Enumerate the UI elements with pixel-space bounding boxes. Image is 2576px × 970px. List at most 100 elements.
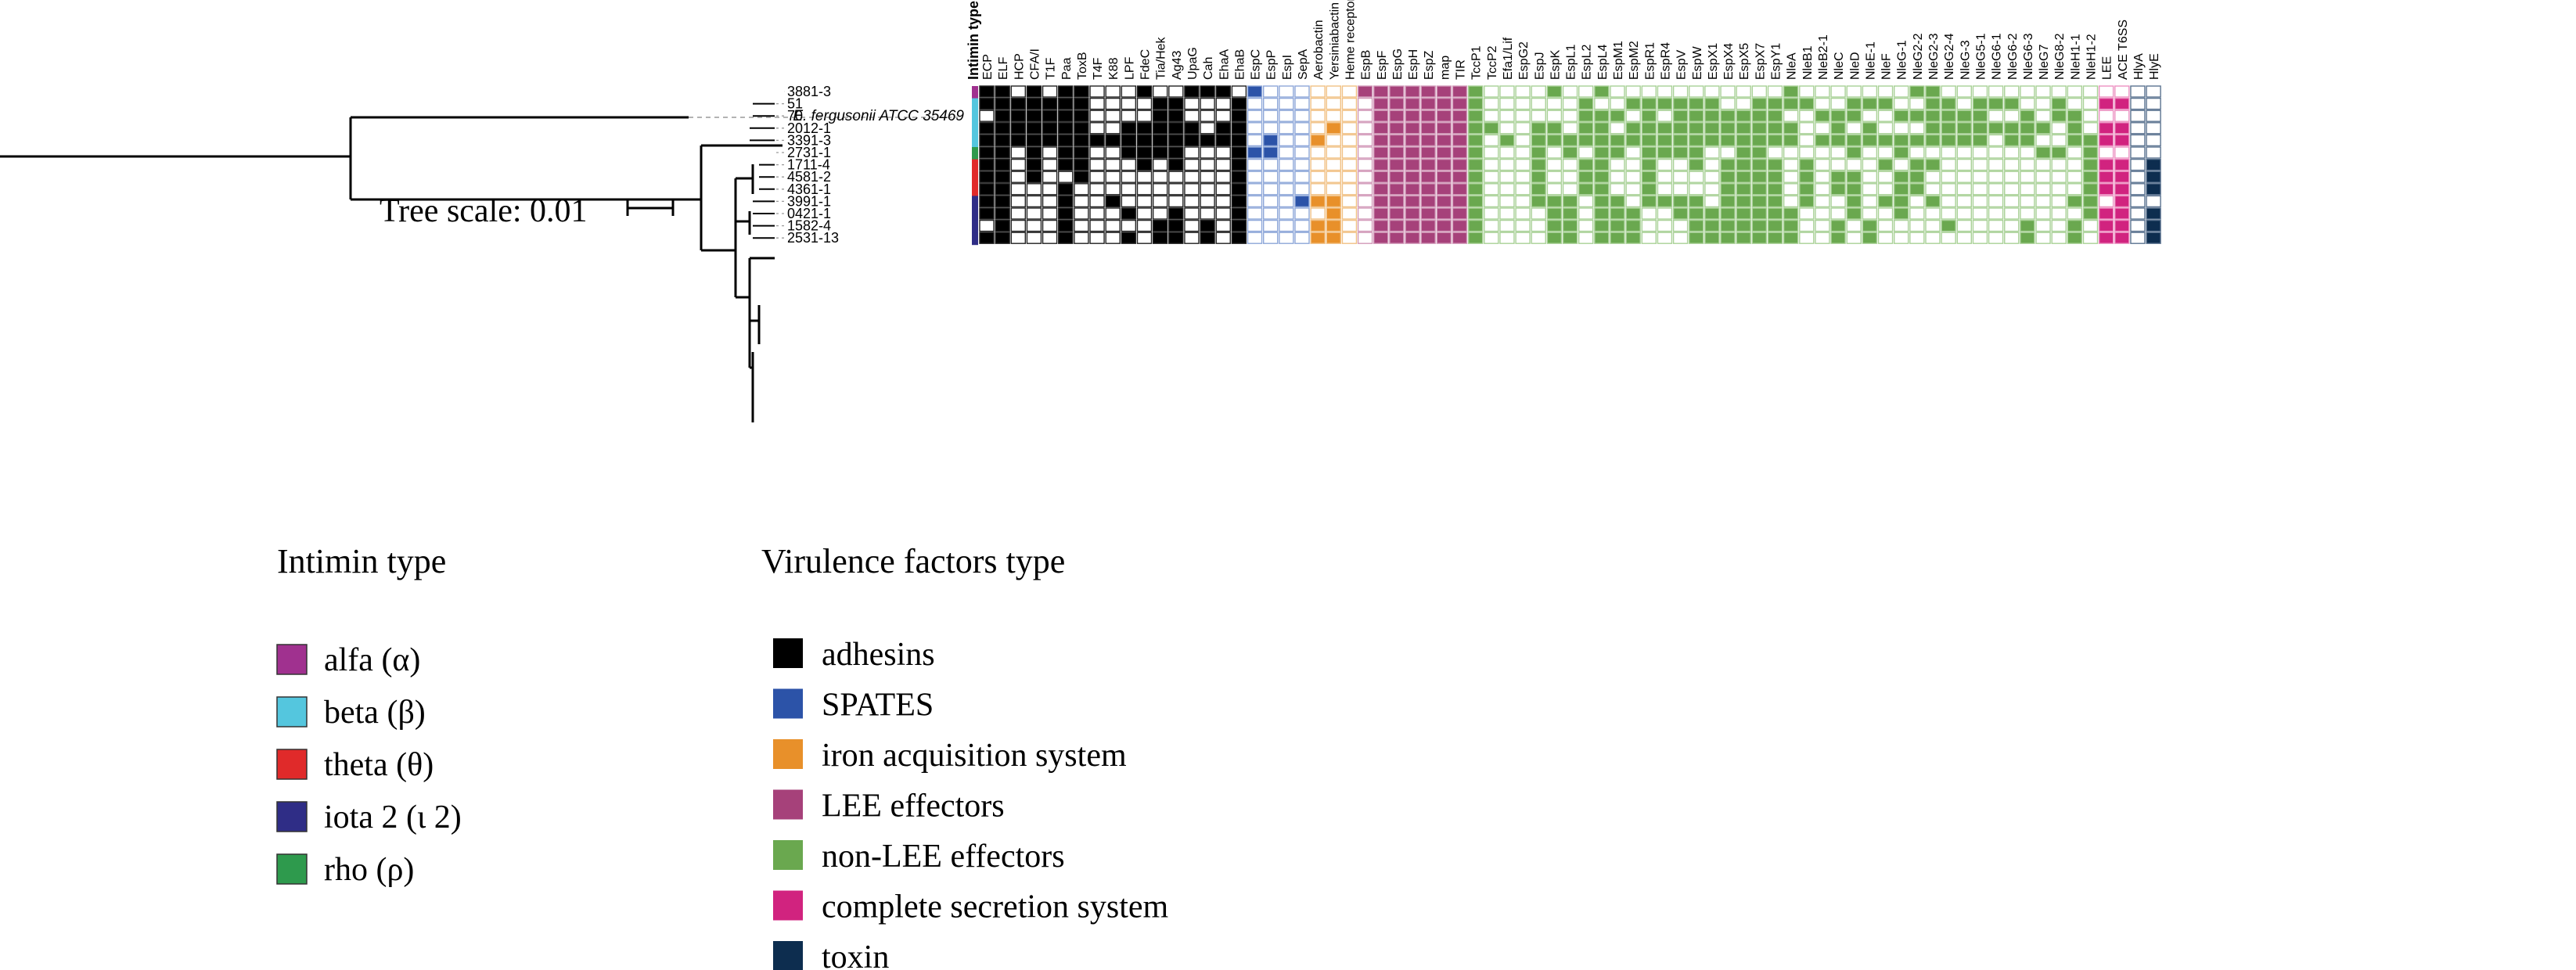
matrix-cell [1294, 232, 1310, 244]
matrix-cell [2114, 134, 2130, 147]
matrix-cell [1925, 183, 1941, 196]
matrix-cell [1058, 158, 1074, 171]
matrix-cell [1326, 146, 1342, 159]
matrix-cell [1373, 207, 1389, 220]
strain-labels: 3881-351702012-13391-32731-11711-44581-2… [787, 84, 839, 246]
matrix-cell [1846, 110, 1862, 122]
matrix-cell [1121, 232, 1137, 244]
matrix-cell [995, 171, 1010, 183]
matrix-cell [1026, 97, 1042, 110]
factor-header: NleD [1848, 52, 1862, 80]
matrix-cell [1862, 134, 1878, 147]
intimin-cell [972, 122, 978, 135]
matrix-cell [1499, 97, 1515, 110]
matrix-cell [1294, 122, 1310, 135]
matrix-cell [1830, 122, 1846, 135]
matrix-cell [1452, 195, 1468, 208]
matrix-cell [1184, 219, 1200, 232]
matrix-cell [1925, 146, 1941, 159]
matrix-cell [2098, 134, 2114, 147]
matrix-cell [1089, 134, 1105, 147]
matrix-cell [1058, 85, 1074, 98]
factor-header: NleG-1 [1896, 40, 1909, 80]
matrix-cell [1326, 158, 1342, 171]
matrix-cell [1988, 146, 2004, 159]
matrix-cell [1988, 219, 2004, 232]
matrix-cell [1467, 85, 1484, 98]
matrix-cell [1042, 232, 1058, 244]
factor-header: HCP [1013, 53, 1026, 80]
matrix-cell [1136, 171, 1153, 183]
matrix-cell [2020, 134, 2035, 147]
matrix-cell [1152, 207, 1168, 220]
matrix-cell [1562, 219, 1578, 232]
matrix-cell [1625, 146, 1641, 159]
matrix-cell [1672, 97, 1689, 110]
matrix-cell [1704, 122, 1720, 135]
matrix-cell [1184, 97, 1200, 110]
matrix-cell [1121, 207, 1137, 220]
matrix-cell [1625, 97, 1641, 110]
matrix-cell [1909, 207, 1925, 220]
factor-header: EspX7 [1754, 43, 1767, 80]
matrix-cell [1515, 183, 1531, 196]
matrix-cell [2146, 85, 2161, 98]
matrix-cell [2004, 134, 2020, 147]
matrix-cell [1136, 134, 1153, 147]
matrix-cell [1783, 183, 1799, 196]
matrix-cell [1594, 158, 1610, 171]
matrix-cell [1546, 134, 1563, 147]
matrix-cell [1152, 122, 1168, 135]
matrix-cell [1941, 146, 1956, 159]
matrix-cell [1783, 195, 1799, 208]
factor-header: EspL2 [1581, 45, 1594, 80]
matrix-cell [1531, 146, 1546, 159]
matrix-cell [1373, 97, 1389, 110]
matrix-cell [1783, 171, 1799, 183]
matrix-cell [1972, 85, 1988, 98]
matrix-cell [2004, 122, 2020, 135]
matrix-cell [1988, 97, 2004, 110]
matrix-cell [2114, 110, 2130, 122]
matrix-cell [1720, 158, 1736, 171]
matrix-cell [1783, 110, 1799, 122]
matrix-cell [1452, 158, 1468, 171]
matrix-cell [1562, 134, 1578, 147]
matrix-cell [1436, 171, 1452, 183]
matrix-cell [1610, 207, 1625, 220]
virulence-legend-swatch [773, 638, 803, 668]
strain-label: 70 [787, 108, 803, 124]
matrix-cell [1010, 97, 1027, 110]
matrix-cell [1089, 110, 1105, 122]
matrix-cell [1767, 195, 1783, 208]
matrix-cell [1751, 122, 1768, 135]
matrix-cell [1689, 122, 1704, 135]
virulence-legend-swatch [773, 840, 803, 870]
matrix-cell [1846, 207, 1862, 220]
matrix-cell [1941, 171, 1956, 183]
matrix-cell [1152, 171, 1168, 183]
matrix-cell [1452, 146, 1468, 159]
matrix-cell [1877, 207, 1894, 220]
matrix-cell [1941, 219, 1956, 232]
matrix-cell [1610, 134, 1625, 147]
matrix-cell [1641, 171, 1657, 183]
matrix-cell [1720, 207, 1736, 220]
matrix-cell [1089, 158, 1105, 171]
matrix-cell [995, 97, 1010, 110]
matrix-cell [1231, 122, 1247, 135]
matrix-cell [1074, 97, 1089, 110]
matrix-cell [1121, 97, 1137, 110]
factor-header: HlyE [2148, 53, 2161, 80]
matrix-cell [1546, 97, 1563, 110]
factor-header: ToxB [1076, 52, 1089, 80]
matrix-cell [1152, 232, 1168, 244]
matrix-cell [1988, 110, 2004, 122]
intimin-type-header: Intimin type [966, 1, 981, 80]
matrix-cell [1720, 146, 1736, 159]
matrix-cell [1357, 97, 1373, 110]
matrix-cell [1074, 146, 1089, 159]
intimin-cell [972, 98, 978, 111]
matrix-cell [1657, 183, 1673, 196]
matrix-cell [1657, 195, 1673, 208]
